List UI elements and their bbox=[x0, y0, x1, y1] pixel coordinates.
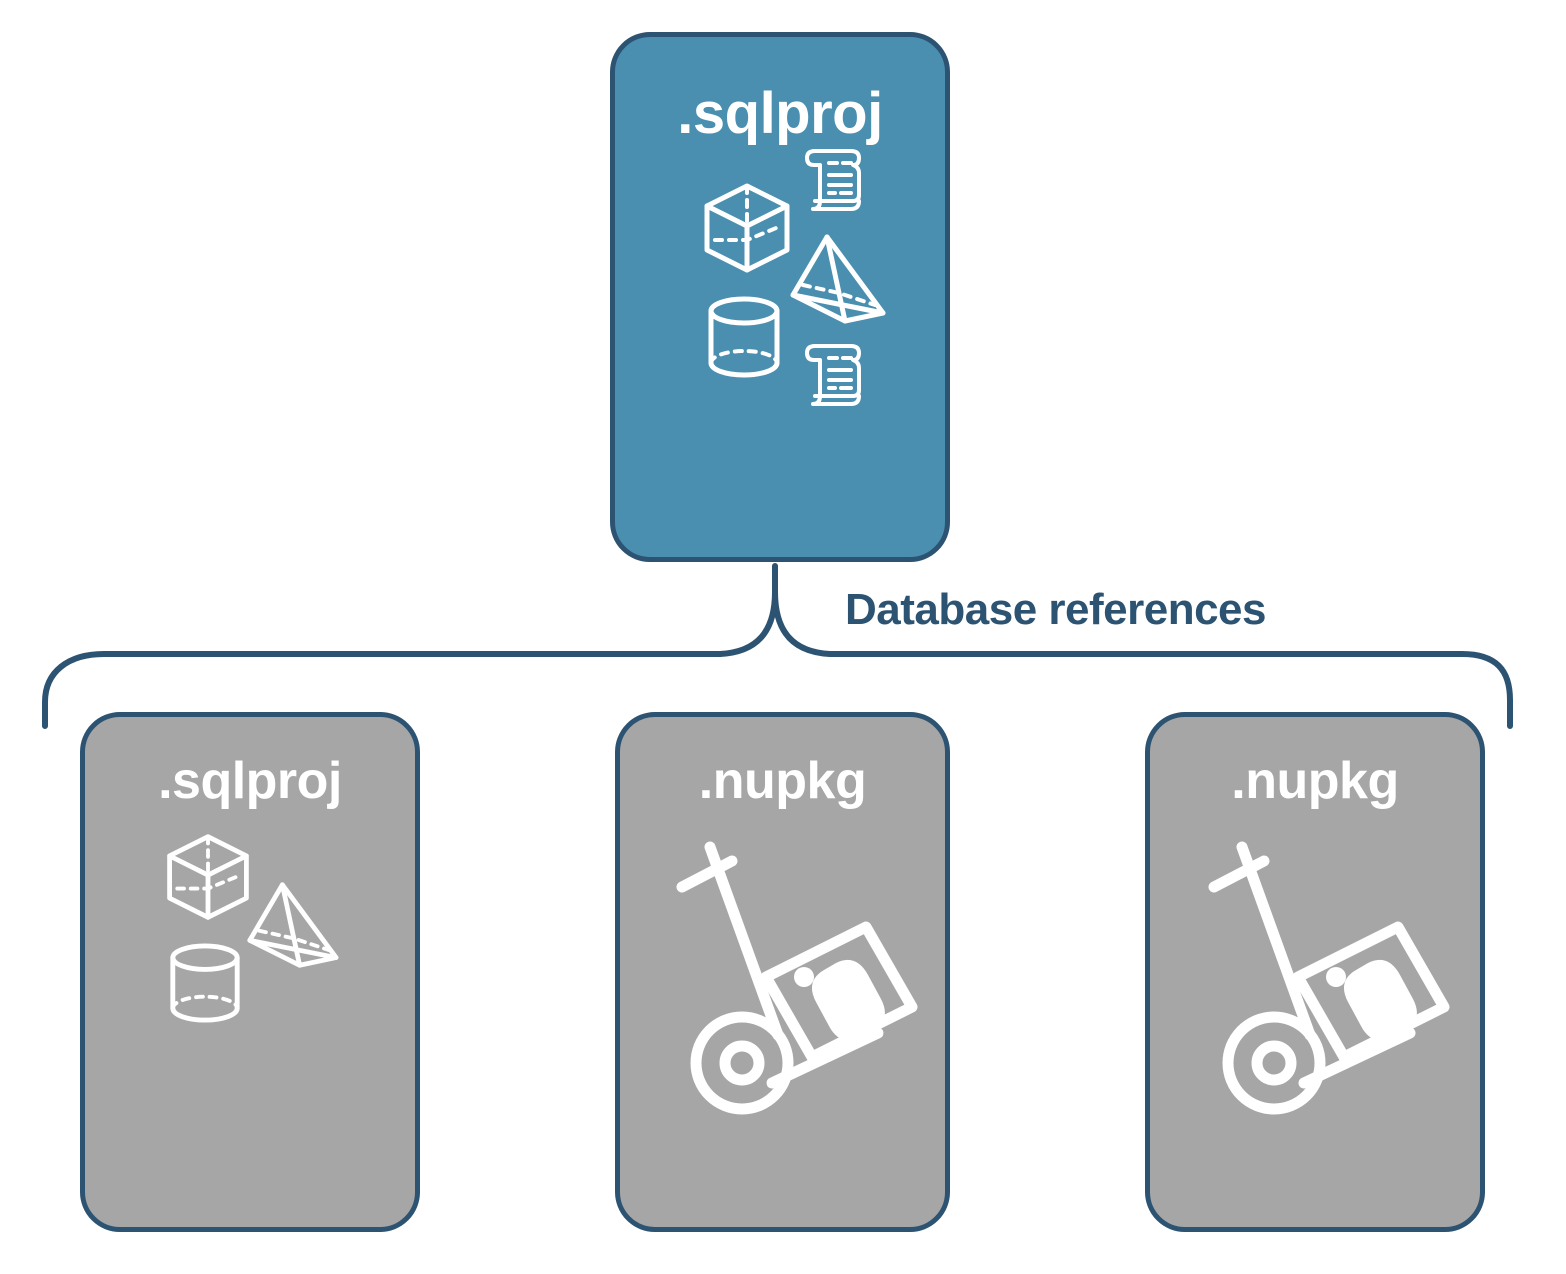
script-scroll-icon bbox=[805, 344, 861, 406]
script-scroll-icon bbox=[805, 149, 861, 211]
node-artwork bbox=[620, 807, 945, 1227]
node-artwork bbox=[1150, 807, 1480, 1227]
cylinder-icon bbox=[170, 943, 240, 1023]
brace-label: Database references bbox=[845, 585, 1266, 634]
cube-icon bbox=[167, 834, 249, 920]
node-title: .sqlproj bbox=[677, 81, 883, 146]
node-artwork bbox=[85, 807, 415, 1227]
node-child-nupkg-2[interactable]: .nupkg bbox=[1145, 712, 1485, 1232]
node-title: .nupkg bbox=[1231, 752, 1399, 810]
cube-icon bbox=[704, 183, 790, 273]
node-title: .sqlproj bbox=[158, 752, 342, 810]
pyramid-icon bbox=[247, 882, 339, 968]
node-child-nupkg-1[interactable]: .nupkg bbox=[615, 712, 950, 1232]
hand-truck-package-icon bbox=[1208, 841, 1450, 1115]
hand-truck-package-icon bbox=[676, 841, 918, 1115]
cylinder-icon bbox=[708, 296, 780, 378]
node-title: .nupkg bbox=[698, 752, 867, 810]
node-artwork bbox=[615, 143, 945, 557]
pyramid-icon bbox=[790, 234, 886, 324]
node-root-sqlproj[interactable]: .sqlproj bbox=[610, 32, 950, 562]
node-child-sqlproj[interactable]: .sqlproj bbox=[80, 712, 420, 1232]
